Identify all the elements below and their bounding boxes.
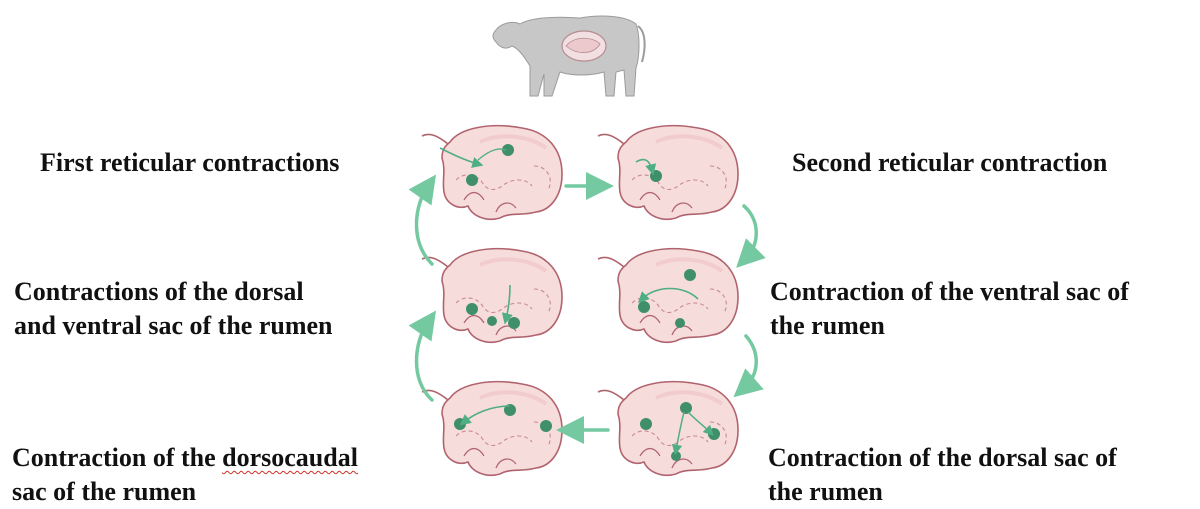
cow-illustration-icon (493, 16, 645, 96)
stomach-figure-3 (422, 249, 562, 343)
stomach-figure-1 (422, 126, 562, 220)
stomach-figure-2 (598, 126, 738, 220)
arrow-fig3-to-fig1 (417, 186, 433, 264)
arrow-fig5-to-fig3 (417, 322, 433, 400)
stomach-figure-4 (598, 249, 738, 343)
stomach-figure-5 (422, 382, 562, 476)
stomach-figure-6 (598, 382, 738, 476)
arrow-fig2-to-fig4 (744, 206, 756, 258)
arrow-fig4-to-fig6 (744, 336, 756, 388)
